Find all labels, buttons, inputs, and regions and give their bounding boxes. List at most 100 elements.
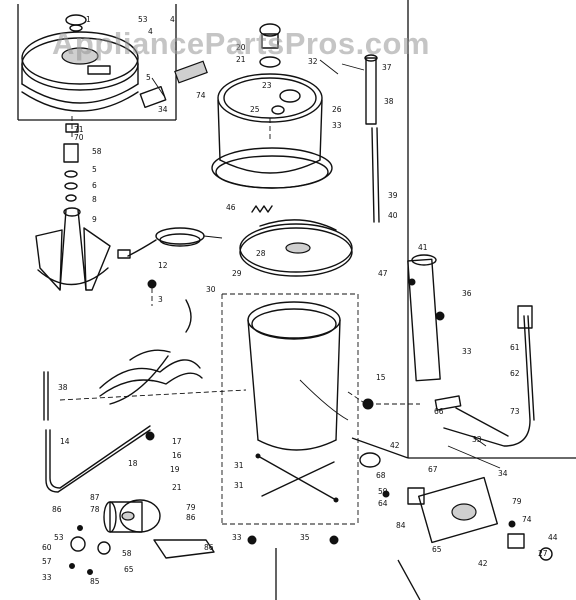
- callout: 17: [172, 437, 182, 446]
- callout: 39: [388, 191, 398, 200]
- hose-lower: [43, 371, 151, 493]
- callout: 35: [300, 533, 310, 542]
- callout: 9: [92, 215, 97, 224]
- fasteners: [69, 278, 516, 575]
- callout: 46: [226, 203, 236, 212]
- callout: 23: [262, 81, 272, 90]
- callout: 65: [124, 565, 134, 574]
- callout: 33: [42, 573, 52, 582]
- callout: 33: [332, 121, 342, 130]
- callout: 65: [432, 545, 442, 554]
- callout: 20: [236, 43, 246, 52]
- callout: 58: [92, 147, 102, 156]
- callout: 28: [256, 249, 266, 258]
- callout: 70: [74, 133, 84, 142]
- callout: 40: [388, 211, 398, 220]
- leader-lines: [59, 116, 420, 405]
- pivot-shaft: [341, 54, 380, 223]
- callout: 44: [548, 533, 558, 542]
- outer-tub: [211, 99, 333, 189]
- callout: 86: [204, 543, 214, 552]
- drive-motor: [70, 499, 215, 559]
- callout: 38: [58, 383, 68, 392]
- callout: 42: [478, 559, 488, 568]
- callout: 41: [418, 243, 428, 252]
- callout: 18: [128, 459, 138, 468]
- tub-cover: [217, 23, 339, 123]
- callout: 78: [90, 505, 100, 514]
- callout: 4: [170, 15, 175, 24]
- callout: 12: [158, 261, 168, 270]
- callout: 15: [376, 373, 386, 382]
- callout: 61: [510, 343, 520, 352]
- callout: 67: [428, 465, 438, 474]
- callout: 21: [236, 55, 246, 64]
- callout: 4: [148, 27, 153, 36]
- callout: 53: [138, 15, 148, 24]
- callout: 84: [396, 521, 406, 530]
- fill-valve: [139, 60, 208, 109]
- callout: 47: [378, 269, 388, 278]
- callout: 73: [510, 407, 520, 416]
- inner-basket-frame: [221, 293, 359, 525]
- callout: 60: [42, 543, 52, 552]
- callout: 68: [376, 471, 386, 480]
- callout: 86: [186, 513, 196, 522]
- wire-harness: [99, 299, 203, 405]
- callout: 66: [434, 407, 444, 416]
- callout: 30: [206, 285, 216, 294]
- callout: 59: [378, 487, 388, 496]
- power-cord: [117, 227, 223, 259]
- spring: [251, 205, 273, 213]
- inner-basket: [247, 301, 349, 451]
- callout: 38: [384, 97, 394, 106]
- callout: 58: [122, 549, 132, 558]
- callout: 42: [390, 441, 400, 450]
- callout: 31: [234, 481, 244, 490]
- callout: 5: [146, 73, 151, 82]
- callout: 6: [92, 181, 97, 190]
- callout: 31: [234, 461, 244, 470]
- callout-labels: 1 53 4 4 71 70 58 5 6 8 9 34 74 5 20 21 …: [42, 15, 558, 586]
- callout: 27: [538, 549, 548, 558]
- callout: 64: [378, 499, 388, 508]
- hose-upper: [407, 254, 535, 447]
- callout: 62: [510, 369, 520, 378]
- bracket-assembly: [434, 395, 509, 447]
- callout: 32: [308, 57, 318, 66]
- callout: 33: [472, 435, 482, 444]
- callout: 19: [170, 465, 180, 474]
- callout: 33: [232, 533, 242, 542]
- callout: 53: [54, 533, 64, 542]
- lid-assembly: [21, 14, 139, 112]
- callout: 57: [42, 557, 52, 566]
- callout: 25: [250, 105, 260, 114]
- callout: 34: [158, 105, 168, 114]
- callout: 21: [172, 483, 182, 492]
- callout: 71: [74, 125, 84, 134]
- callout: 14: [60, 437, 70, 446]
- callout: 29: [232, 269, 242, 278]
- callout: 34: [498, 469, 508, 478]
- callout: 5: [92, 165, 97, 174]
- callout: 1: [86, 15, 91, 24]
- callout: 37: [382, 63, 392, 72]
- callout: 79: [186, 503, 196, 512]
- basket-cover: [239, 219, 353, 277]
- suspension-rod: [255, 453, 339, 503]
- callout: 36: [462, 289, 472, 298]
- pump: [359, 445, 553, 561]
- callout: 33: [462, 347, 472, 356]
- callout: 87: [90, 493, 100, 502]
- callout: 74: [196, 91, 206, 100]
- callout: 86: [52, 505, 62, 514]
- callout: 79: [512, 497, 522, 506]
- callout: 74: [522, 515, 532, 524]
- agitator: [35, 207, 111, 291]
- callout: 16: [172, 451, 182, 460]
- callout: 26: [332, 105, 342, 114]
- diagram-frame: [17, 0, 576, 600]
- callout: 8: [92, 195, 97, 204]
